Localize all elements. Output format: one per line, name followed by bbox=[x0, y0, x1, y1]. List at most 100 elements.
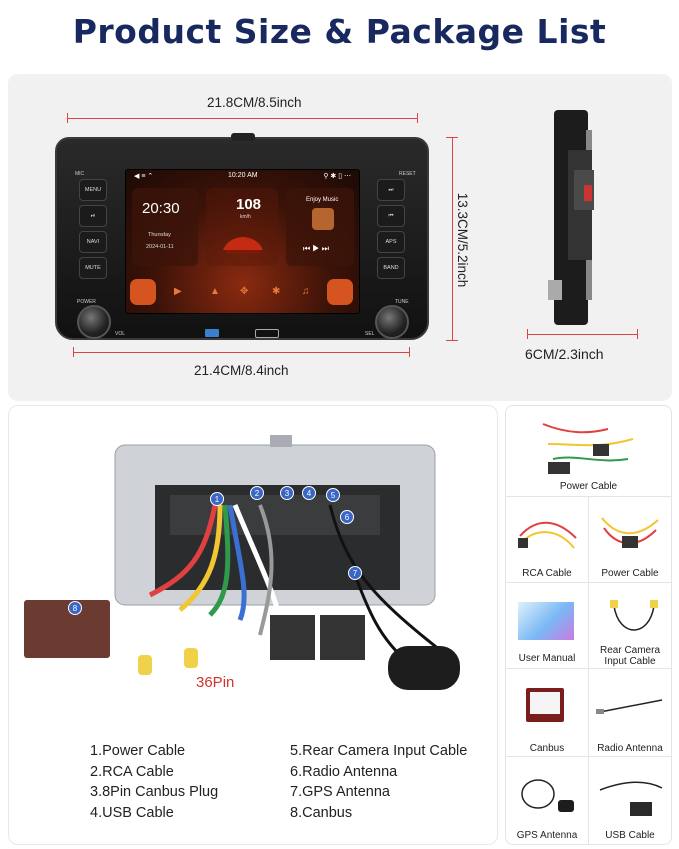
clock-date: 2024-01-11 bbox=[146, 244, 174, 250]
power-cable-main-label: Power Cable bbox=[559, 481, 618, 492]
clock-time: 20:30 bbox=[142, 200, 180, 217]
usb-port bbox=[205, 329, 219, 337]
top-width-line bbox=[67, 118, 417, 119]
top-notch bbox=[231, 133, 255, 141]
rca-cable-label: RCA Cable bbox=[522, 568, 572, 579]
radio-antenna-label: Radio Antenna bbox=[597, 743, 663, 754]
height-label: 13.3CM/5.2inch bbox=[455, 192, 470, 288]
tick bbox=[73, 347, 74, 357]
next-track-button[interactable]: ⏭ bbox=[377, 179, 405, 201]
power-cable-small-image bbox=[601, 517, 659, 548]
badge-3: 3 bbox=[280, 486, 294, 500]
vol-label: VOL bbox=[115, 331, 126, 337]
tick bbox=[409, 347, 410, 357]
gps-antenna-image bbox=[521, 779, 574, 812]
home-icon[interactable]: ▲ bbox=[210, 286, 220, 297]
page-title: Product Size & Package List bbox=[72, 12, 607, 51]
grid-divider bbox=[588, 496, 589, 844]
head-unit-side bbox=[548, 110, 594, 325]
depth-label: 6CM/2.3inch bbox=[525, 346, 604, 362]
aps-button[interactable]: APS bbox=[377, 231, 405, 253]
rear-camera-label-1: Rear Camera bbox=[599, 645, 661, 656]
music-label: Enjoy Music bbox=[306, 197, 339, 203]
menu-button[interactable]: MENU bbox=[79, 179, 107, 201]
status-icons: ⚲ ✱ ▯ ⋯ bbox=[323, 173, 351, 180]
user-manual-label: User Manual bbox=[518, 653, 576, 664]
list-item: 7.GPS Antenna bbox=[290, 784, 390, 800]
rca-plug bbox=[138, 655, 152, 675]
mute-button[interactable]: MUTE bbox=[79, 257, 107, 279]
wiring-illustration bbox=[114, 435, 440, 660]
app-dock: ▶ ▲ ✥ ✱ ♫ bbox=[126, 275, 359, 309]
music-icon[interactable]: ♫ bbox=[302, 286, 310, 297]
tick bbox=[446, 340, 458, 341]
list-item: 6.Radio Antenna bbox=[290, 763, 398, 780]
badge-8: 8 bbox=[68, 601, 82, 615]
top-width-label: 21.8CM/8.5inch bbox=[207, 95, 302, 110]
touch-screen[interactable]: ◀ ≡ ⌃ 10:20 AM ⚲ ✱ ▯ ⋯ 20:30 Thursday 20… bbox=[125, 169, 360, 314]
badge-4: 4 bbox=[302, 486, 316, 500]
navi-button[interactable]: NAVI bbox=[79, 231, 107, 253]
bottom-width-label: 21.4CM/8.4inch bbox=[194, 363, 289, 378]
canbus-image bbox=[526, 688, 564, 722]
badge-1: 1 bbox=[210, 492, 224, 506]
status-bar: ◀ ≡ ⌃ 10:20 AM ⚲ ✱ ▯ ⋯ bbox=[126, 172, 359, 184]
height-line bbox=[452, 137, 453, 340]
gps-antenna-label: GPS Antenna bbox=[516, 830, 578, 841]
usb-cable-image bbox=[599, 781, 663, 816]
tick bbox=[637, 329, 638, 339]
package-list-right: 5.Rear Camera Input Cable 6.Radio Antenn… bbox=[290, 741, 467, 823]
sd-card-slot bbox=[255, 329, 279, 338]
reset-label: RESET bbox=[399, 171, 416, 177]
clock-day: Thursday bbox=[148, 232, 171, 238]
rear-camera-label-2: Input Cable bbox=[604, 656, 656, 667]
mic-label: MIC bbox=[75, 171, 85, 177]
list-item: 8.Canbus bbox=[290, 804, 353, 821]
settings-icon[interactable] bbox=[327, 279, 353, 305]
album-art bbox=[312, 208, 334, 230]
status-time: 10:20 AM bbox=[228, 172, 258, 179]
bluetooth-icon[interactable]: ✱ bbox=[272, 286, 281, 297]
badge-5: 5 bbox=[326, 488, 340, 502]
right-button-column: ⏭ ⏮ APS BAND bbox=[377, 179, 405, 279]
tune-label: TUNE bbox=[395, 299, 409, 305]
bottom-width-line bbox=[73, 352, 409, 353]
usb-cable-label: USB Cable bbox=[605, 830, 655, 841]
user-manual-image bbox=[518, 602, 574, 640]
pin-label: 36Pin bbox=[196, 674, 235, 691]
music-controls-icon[interactable]: ⏮ ▶ ⏭ bbox=[303, 244, 329, 253]
tick bbox=[446, 137, 458, 138]
volume-knob[interactable] bbox=[77, 305, 111, 339]
power-label: POWER bbox=[77, 299, 96, 305]
carplay-icon[interactable]: ▶ bbox=[174, 286, 182, 297]
rca-plug bbox=[184, 648, 198, 668]
list-item: 4.USB Cable bbox=[90, 804, 174, 821]
power-cable-label: Power Cable bbox=[601, 568, 659, 579]
package-list-left: 1.Power Cable 2.RCA Cable 3.8Pin Canbus … bbox=[90, 741, 218, 823]
list-item: 2.RCA Cable bbox=[90, 763, 174, 780]
rear-camera-cable-image bbox=[610, 600, 658, 631]
badge-6: 6 bbox=[340, 510, 354, 524]
canbus-box bbox=[24, 600, 110, 658]
clock-card[interactable] bbox=[132, 188, 198, 266]
navigation-app-icon[interactable] bbox=[130, 279, 156, 305]
gps-antenna bbox=[388, 646, 460, 690]
speed-unit: km/h bbox=[240, 214, 251, 220]
canbus-label: Canbus bbox=[529, 743, 565, 754]
tune-knob[interactable] bbox=[375, 305, 409, 339]
tick bbox=[417, 113, 418, 123]
play-pause-button[interactable]: ⏯ bbox=[79, 205, 107, 227]
apps-icon[interactable]: ✥ bbox=[240, 286, 249, 297]
sel-label: SEL bbox=[365, 331, 375, 337]
depth-line bbox=[527, 334, 637, 335]
list-item: 3.8Pin Canbus Plug bbox=[90, 784, 219, 800]
band-button[interactable]: BAND bbox=[377, 257, 405, 279]
speed-value: 108 bbox=[236, 196, 262, 213]
car-icon bbox=[223, 237, 263, 254]
list-item: 5.Rear Camera Input Cable bbox=[290, 743, 468, 759]
prev-track-button[interactable]: ⏮ bbox=[377, 205, 405, 227]
tick bbox=[67, 113, 68, 123]
head-unit-front: MIC RESET MENU ⏯ NAVI MUTE ⏭ ⏮ APS BAND … bbox=[55, 133, 429, 340]
badge-2: 2 bbox=[250, 486, 264, 500]
tick bbox=[527, 329, 528, 339]
